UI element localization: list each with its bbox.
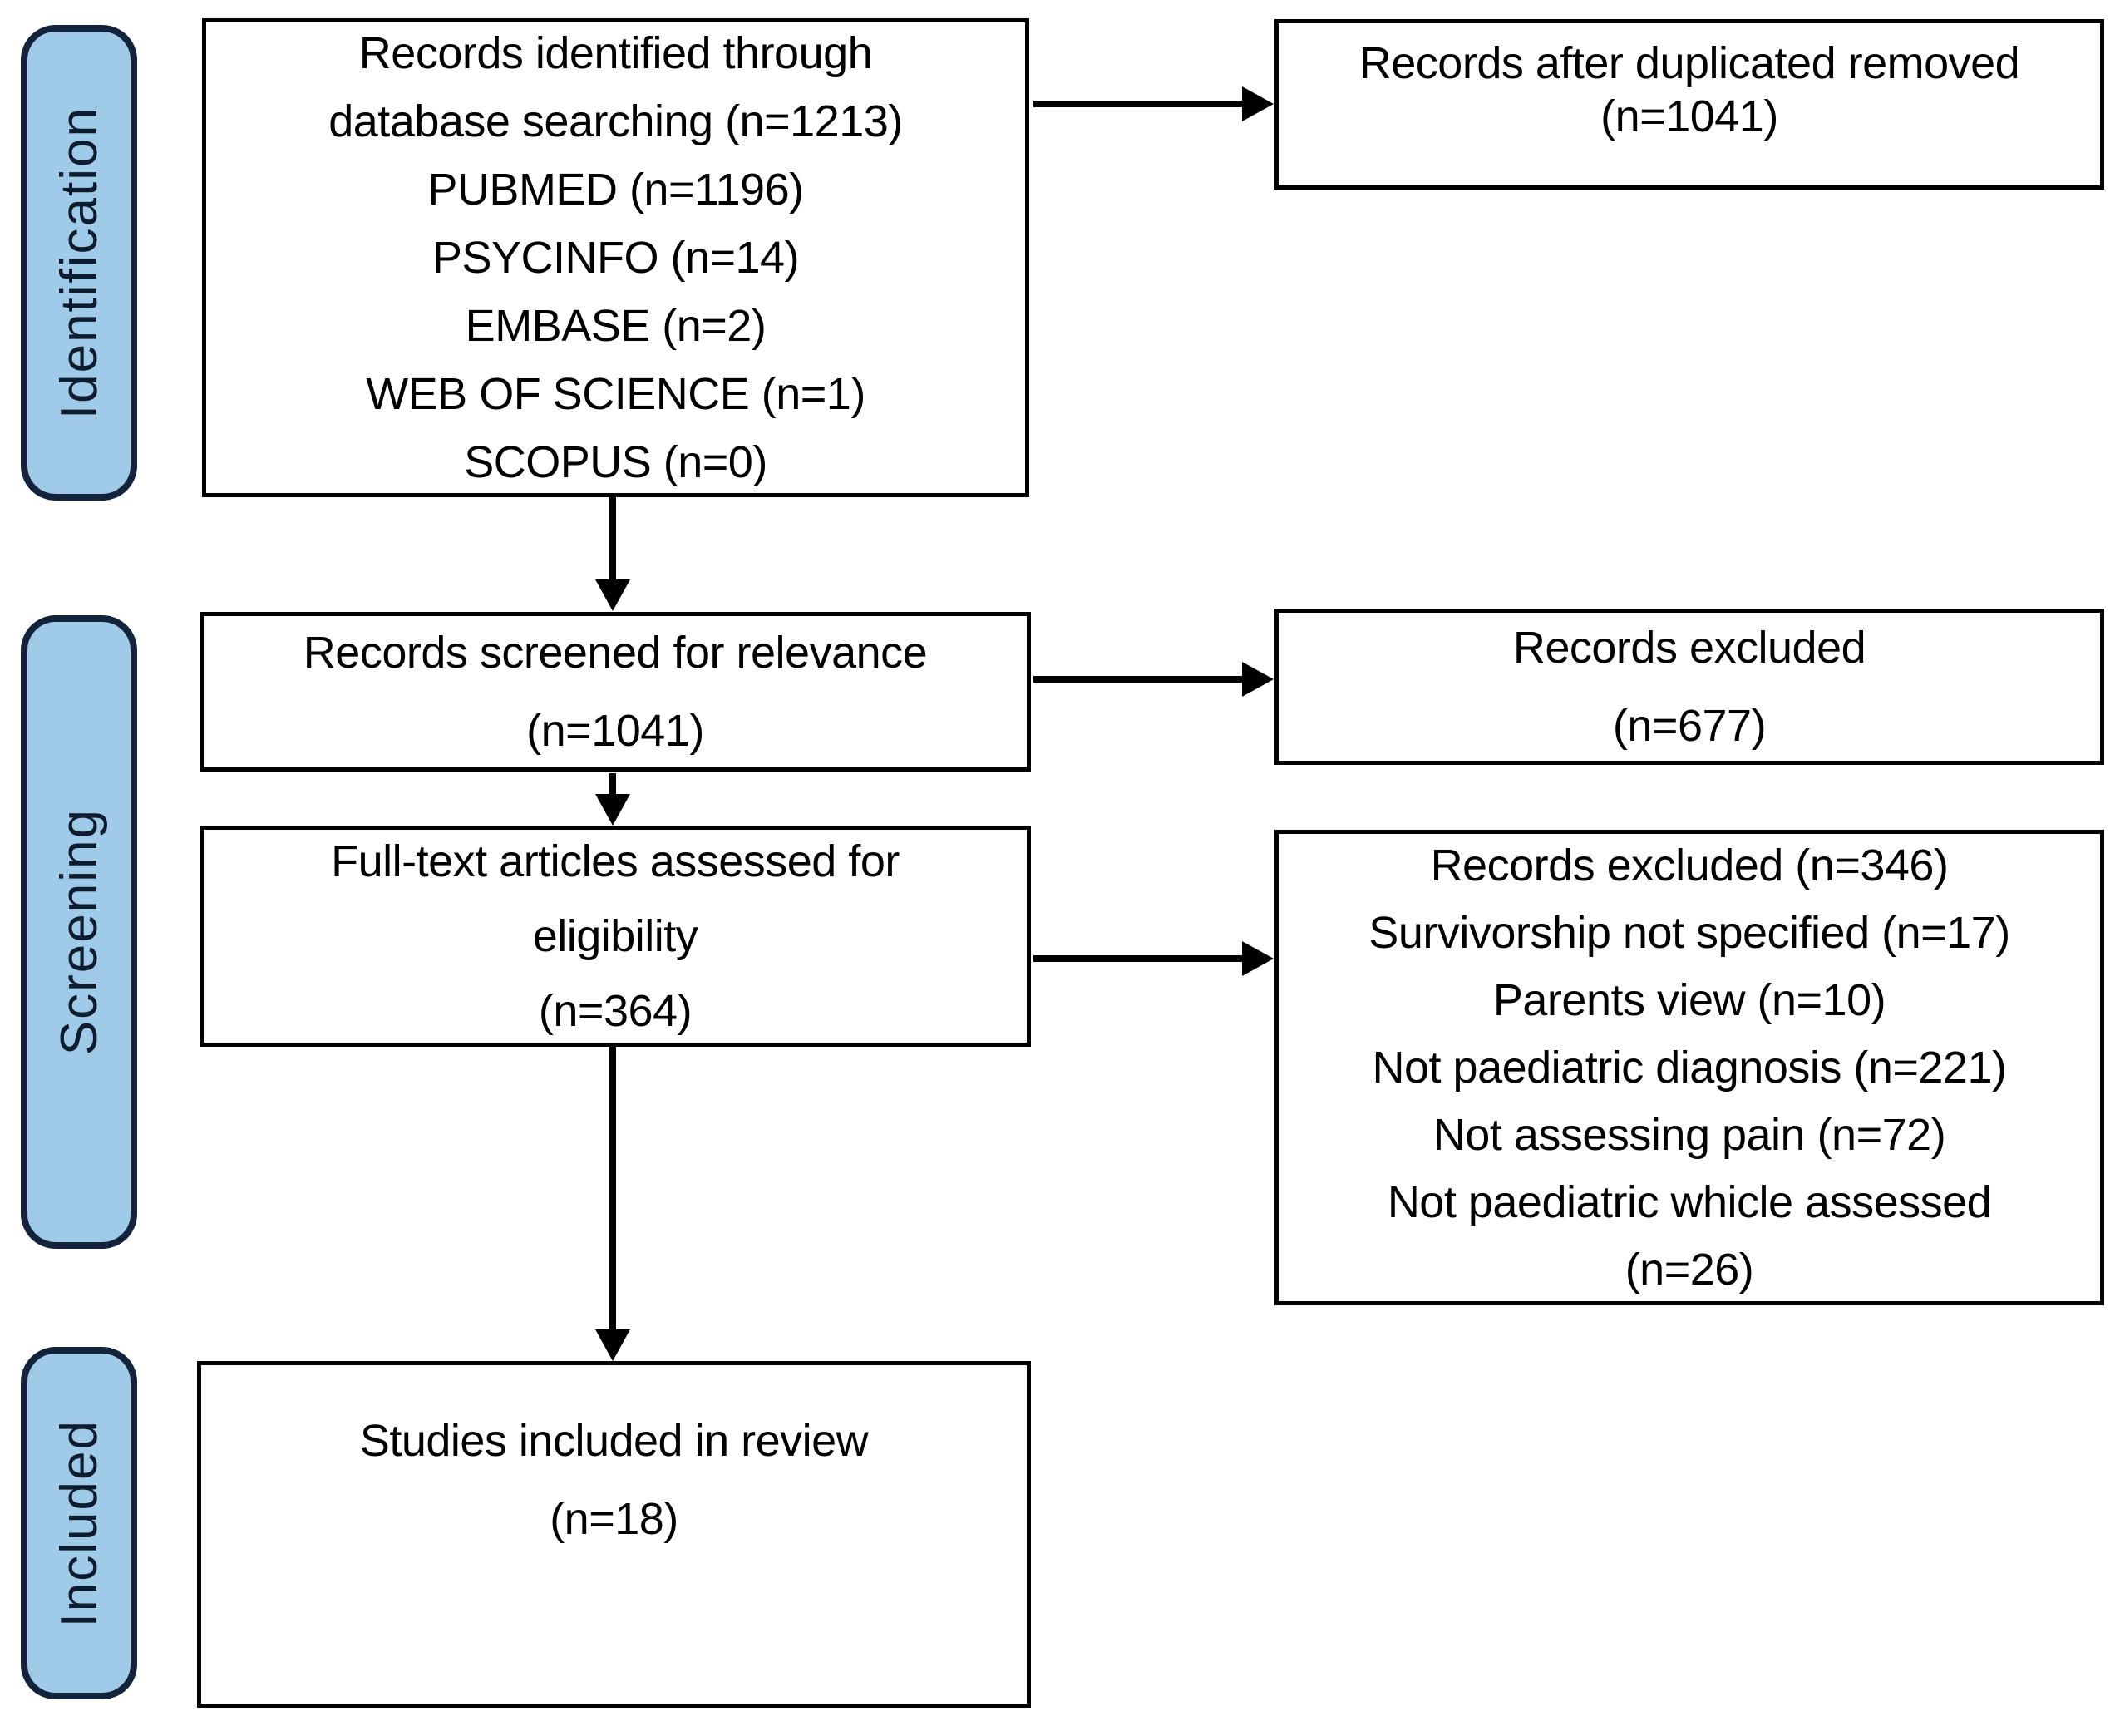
stage-screening-label: Screening [50, 808, 108, 1056]
arrow-shaft [1033, 955, 1243, 962]
box-records-excluded-fulltext-line: (n=26) [1625, 1244, 1754, 1295]
box-records-identified-line: SCOPUS (n=0) [464, 437, 767, 487]
box-studies-included-line: Studies included in review [359, 1416, 869, 1466]
arrow-shaft [1033, 101, 1243, 107]
box-records-excluded-screening: Records excluded (n=677) [1274, 609, 2104, 765]
box-records-excluded-screening-line: Records excluded [1512, 623, 1866, 673]
box-records-excluded-fulltext-line: Parents view (n=10) [1492, 974, 1886, 1025]
box-records-excluded-fulltext-line: Survivorship not specified (n=17) [1368, 907, 2010, 958]
box-records-identified-line: WEB OF SCIENCE (n=1) [366, 369, 865, 419]
box-fulltext-assessed-line: Full-text articles assessed for [331, 836, 900, 886]
arrow-head-down-icon [595, 579, 630, 611]
stage-identification-label: Identification [50, 106, 108, 420]
arrow-head-down-icon [595, 1329, 630, 1361]
stage-included: Included [21, 1347, 137, 1699]
box-records-after-duplicates: Records after duplicated removed (n=1041… [1274, 19, 2104, 190]
box-studies-included: Studies included in review (n=18) [197, 1361, 1031, 1708]
arrow-head-right-icon [1242, 662, 1274, 697]
box-records-identified-line: Records identified through [358, 28, 873, 78]
box-fulltext-assessed-line: eligibility [532, 911, 698, 961]
box-records-screened-line: Records screened for relevance [303, 628, 928, 678]
arrow-shaft [609, 773, 616, 798]
arrow-shaft [609, 1045, 616, 1332]
box-records-excluded-fulltext-line: Not paediatric diagnosis (n=221) [1372, 1042, 2007, 1092]
box-records-identified: Records identified through database sear… [202, 18, 1029, 497]
box-records-identified-line: database searching (n=1213) [328, 96, 903, 146]
box-records-after-duplicates-line: Records after duplicated removed [1358, 38, 2020, 88]
arrow-head-down-icon [595, 794, 630, 826]
arrow-head-right-icon [1242, 86, 1274, 121]
box-records-excluded-fulltext: Records excluded (n=346) Survivorship no… [1274, 830, 2104, 1305]
arrow-shaft [609, 497, 616, 582]
box-records-identified-line: PUBMED (n=1196) [427, 165, 804, 215]
arrow-shaft [1033, 676, 1243, 683]
stage-identification: Identification [21, 25, 137, 501]
box-records-excluded-fulltext-line: Not assessing pain (n=72) [1432, 1109, 1946, 1160]
stage-included-label: Included [50, 1418, 108, 1628]
stage-screening: Screening [21, 615, 137, 1249]
box-records-after-duplicates-line: (n=1041) [1600, 91, 1778, 141]
box-fulltext-assessed: Full-text articles assessed for eligibil… [200, 826, 1031, 1047]
box-fulltext-assessed-line: (n=364) [538, 986, 693, 1036]
box-records-identified-line: PSYCINFO (n=14) [431, 233, 800, 283]
box-records-excluded-fulltext-line: Not paediatric whicle assessed [1387, 1176, 1992, 1227]
box-records-excluded-fulltext-line: Records excluded (n=346) [1430, 840, 1949, 890]
box-records-excluded-screening-line: (n=677) [1612, 701, 1767, 751]
box-records-identified-line: EMBASE (n=2) [465, 301, 767, 351]
box-studies-included-line: (n=18) [550, 1494, 678, 1544]
box-records-screened: Records screened for relevance (n=1041) [200, 612, 1031, 772]
box-records-screened-line: (n=1041) [526, 706, 704, 756]
arrow-head-right-icon [1242, 941, 1274, 976]
